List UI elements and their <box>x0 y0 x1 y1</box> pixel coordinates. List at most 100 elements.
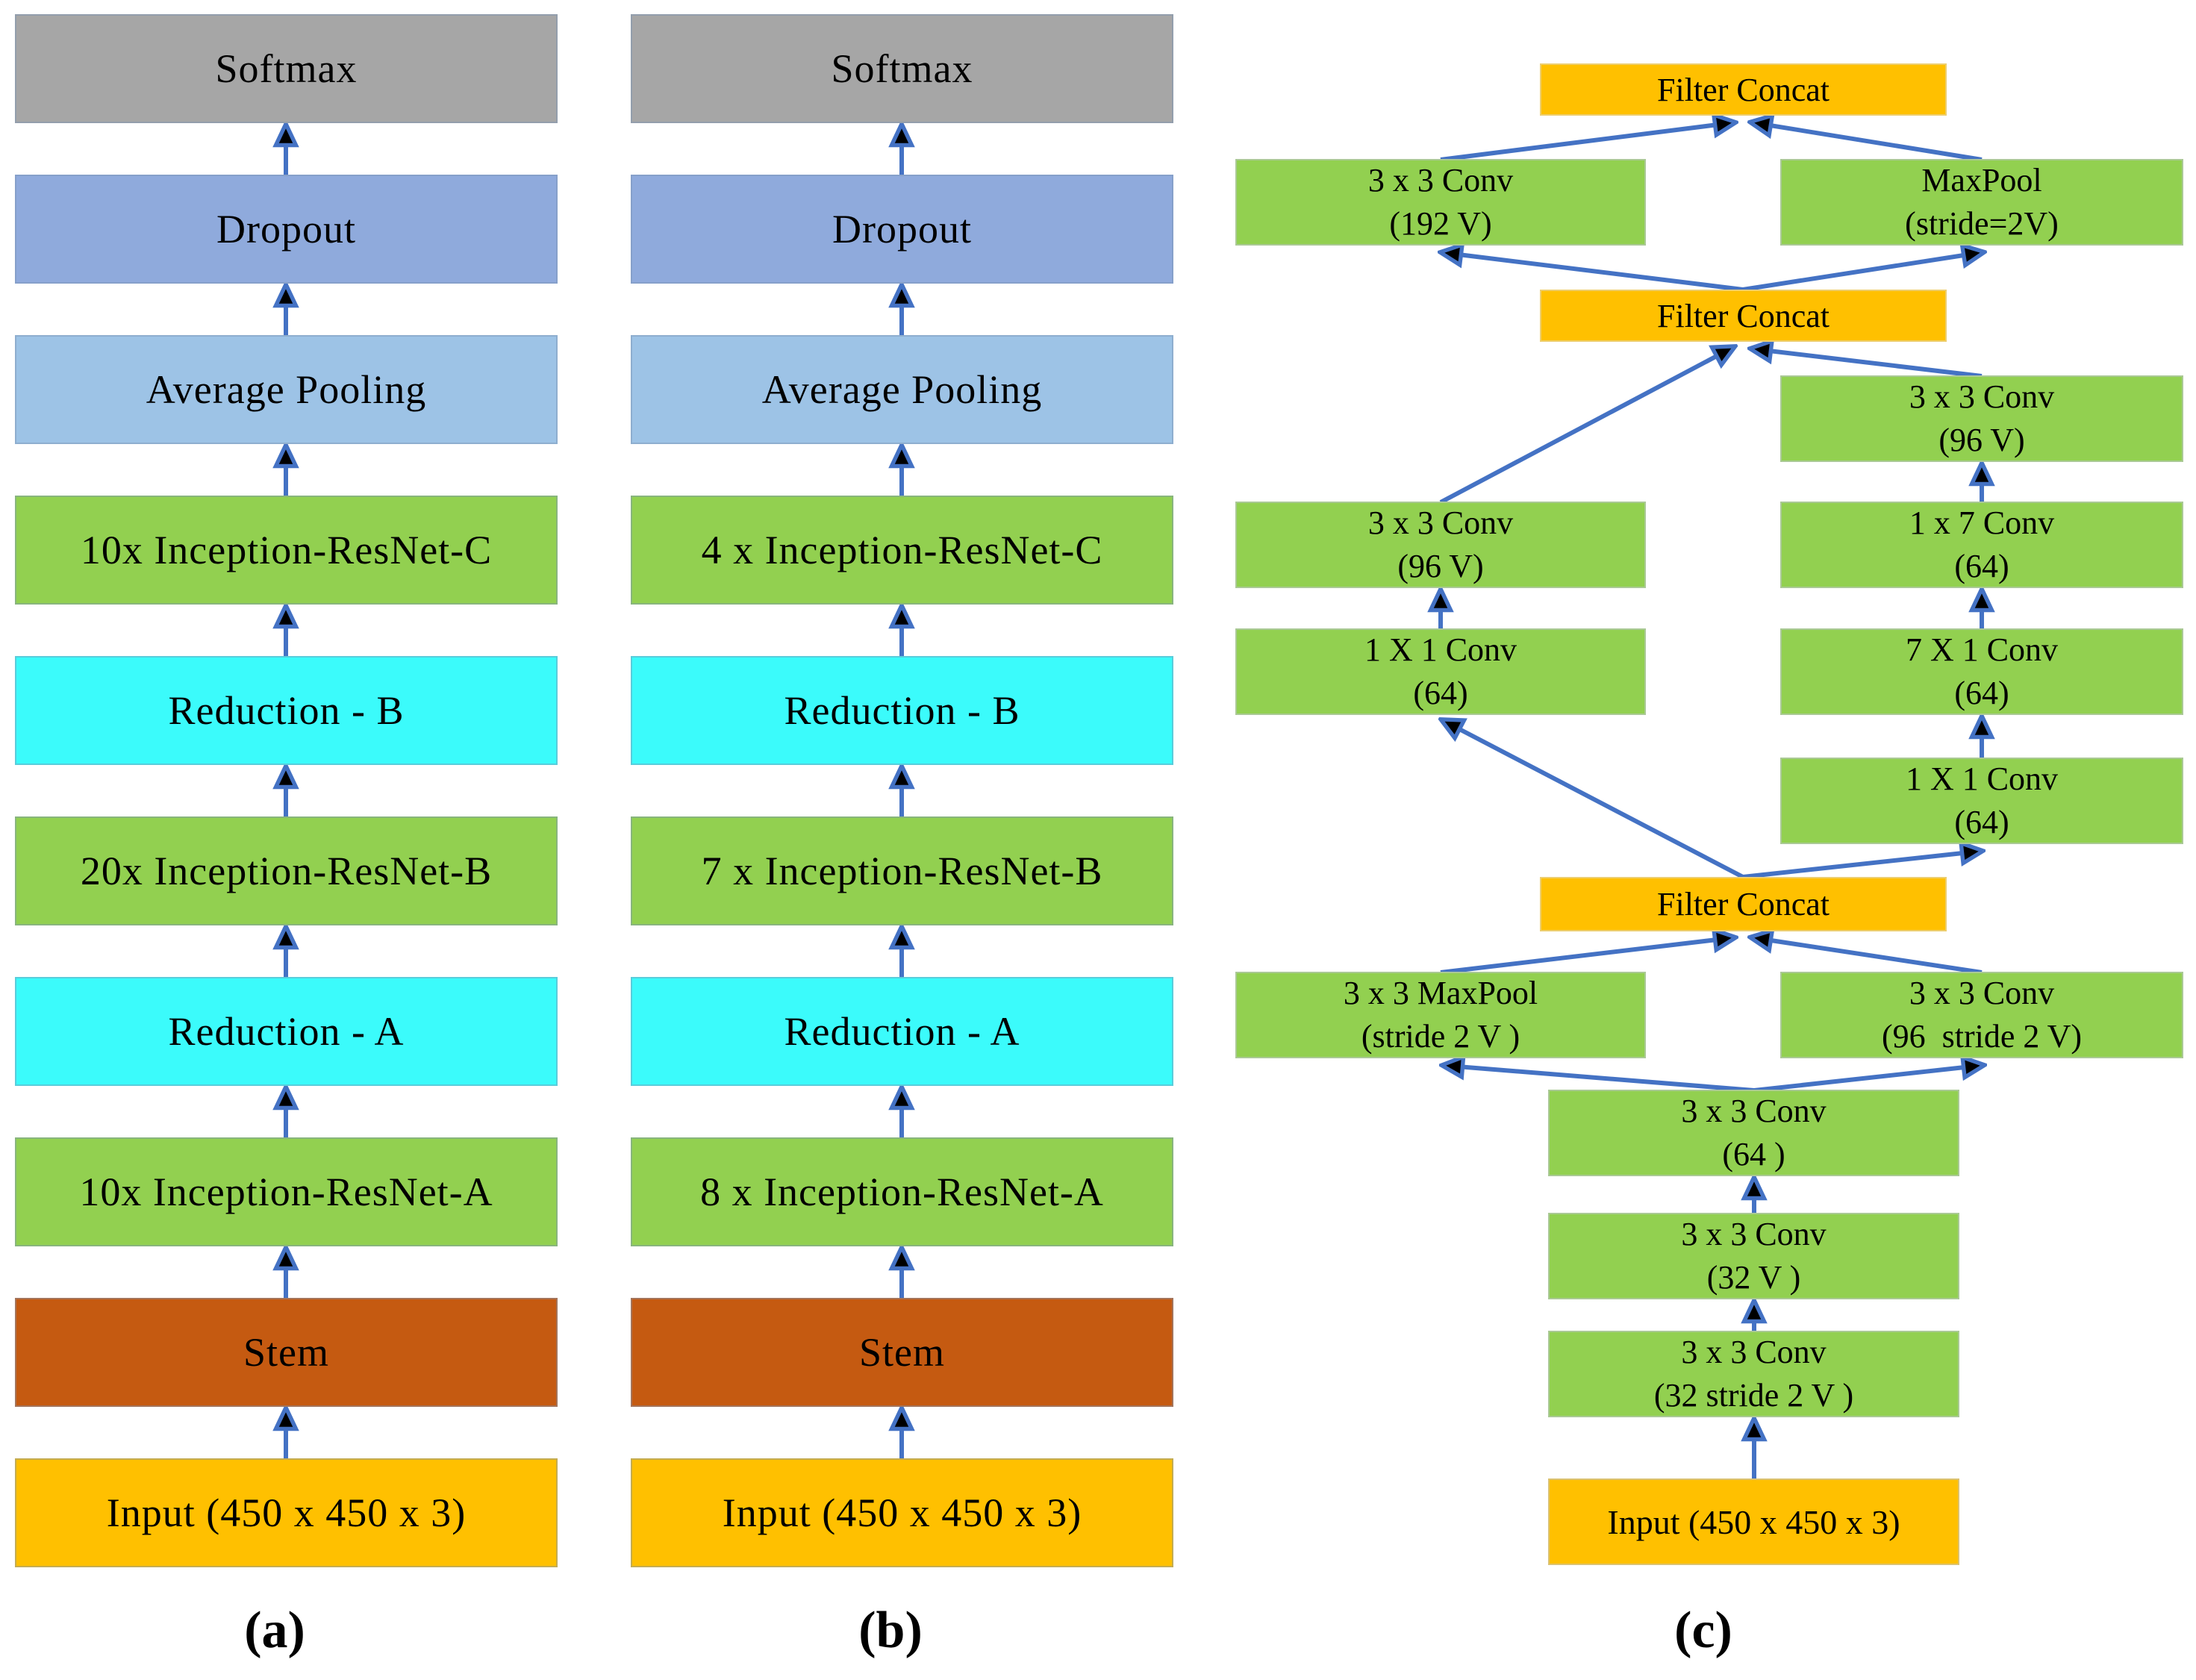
block-label: 8 x Inception-ResNet-A <box>700 1170 1104 1214</box>
flow-arrow <box>1439 349 1729 505</box>
flow-arrow <box>1756 938 1983 975</box>
node-label-line2: (32 V ) <box>1706 1259 1801 1296</box>
node-conv-3x3-96v-right: 3 x 3 Conv(96 V) <box>1780 375 2183 462</box>
block-b-reduction-b: Reduction - B <box>631 656 1173 765</box>
block-b-input: Input (450 x 450 x 3) <box>631 1458 1173 1567</box>
block-a-inception-resnet-c: 10x Inception-ResNet-C <box>15 496 558 605</box>
block-a-input: Input (450 x 450 x 3) <box>15 1458 558 1567</box>
block-a-dropout: Dropout <box>15 175 558 284</box>
node-label-line2: (96 V) <box>1938 422 2025 458</box>
block-a-reduction-b: Reduction - B <box>15 656 558 765</box>
node-label-line2: (64 ) <box>1722 1136 1785 1172</box>
node-conv-7x1: 7 X 1 Conv (64) <box>1780 628 2183 715</box>
block-label: 10x Inception-ResNet-C <box>80 528 493 572</box>
block-label: Input (450 x 450 x 3) <box>722 1490 1082 1535</box>
node-label-line2: (96 stride 2 V) <box>1881 1018 2083 1055</box>
node-conv-3x3-64: 3 x 3 Conv(64 ) <box>1548 1090 1959 1176</box>
caption-b: (b) <box>858 1602 923 1659</box>
flow-arrow <box>1447 253 1744 292</box>
block-label: Average Pooling <box>761 367 1043 412</box>
node-label-line2: (96 V) <box>1397 548 1484 584</box>
node-label-line1: 3 x 3 Conv <box>1681 1333 1827 1370</box>
node-conv-3x3-32v: 3 x 3 Conv (32 V ) <box>1548 1213 1959 1299</box>
flow-arrow <box>1440 123 1729 162</box>
flow-arrow <box>1756 349 1983 378</box>
node-label-line2: (stride=2V) <box>1905 205 2059 242</box>
block-label: 4 x Inception-ResNet-C <box>701 528 1103 572</box>
node-label-line1: 3 x 3 Conv <box>1909 974 2055 1011</box>
block-a-average-pooling: Average Pooling <box>15 335 558 444</box>
block-label: Softmax <box>831 46 973 91</box>
flow-arrow <box>1742 253 1978 292</box>
node-label-line2: (192 V) <box>1389 205 1492 242</box>
node-conv-3x3-32-stride2: 3 x 3 Conv (32 stride 2 V ) <box>1548 1331 1959 1417</box>
block-label: Stem <box>243 1330 329 1375</box>
flow-arrow <box>1753 1066 1978 1093</box>
node-label-line1: MaxPool <box>1921 161 2042 199</box>
node-conv-3x3-96-stride2: 3 x 3 Conv (96 stride 2 V) <box>1780 972 2183 1058</box>
block-b-average-pooling: Average Pooling <box>631 335 1173 444</box>
flow-arrow <box>1756 123 1983 162</box>
block-label: Dropout <box>832 207 972 252</box>
block-b-softmax: Softmax <box>631 14 1173 123</box>
node-label: Filter Concat <box>1657 886 1830 922</box>
node-label-line1: 1 X 1 Conv <box>1364 631 1517 668</box>
flow-arrow <box>1447 722 1744 879</box>
node-label-line1: 1 X 1 Conv <box>1905 760 2059 797</box>
node-filter-concat-bottom: Filter Concat <box>1540 877 1947 931</box>
node-conv-1x1-right: 1 X 1 Conv (64) <box>1780 758 2183 844</box>
block-b-inception-resnet-c: 4 x Inception-ResNet-C <box>631 496 1173 605</box>
node-label-line1: 3 x 3 Conv <box>1681 1215 1827 1252</box>
node-label-line2: (64) <box>1954 675 2009 711</box>
node-label-line2: (64) <box>1413 675 1468 711</box>
block-b-reduction-a: Reduction - A <box>631 977 1173 1086</box>
block-label: 10x Inception-ResNet-A <box>79 1170 493 1214</box>
node-label-line1: 3 x 3 MaxPool <box>1343 974 1538 1011</box>
node-label-line1: 1 x 7 Conv <box>1909 504 2055 541</box>
block-label: Softmax <box>215 46 358 91</box>
node-label-line1: 3 x 3 Conv <box>1367 161 1514 199</box>
node-label-line1: 7 X 1 Conv <box>1905 631 2059 668</box>
node-filter-concat-mid: Filter Concat <box>1540 290 1947 342</box>
node-label-line2: (32 stride 2 V ) <box>1653 1377 1854 1414</box>
block-a-stem: Stem <box>15 1298 558 1407</box>
flow-arrow <box>1440 938 1729 975</box>
block-label: 7 x Inception-ResNet-B <box>701 849 1103 893</box>
block-a-reduction-a: Reduction - A <box>15 977 558 1086</box>
node-conv-3x3-192v: 3 x 3 Conv (192 V) <box>1235 159 1646 246</box>
node-label-line2: (64) <box>1954 548 2009 584</box>
flow-arrow <box>1742 852 1977 879</box>
node-label-line1: 3 x 3 Conv <box>1367 504 1514 541</box>
block-label: Average Pooling <box>146 367 427 412</box>
block-a-softmax: Softmax <box>15 14 558 123</box>
flow-arrow <box>1448 1066 1755 1093</box>
block-label: Reduction - A <box>168 1009 405 1054</box>
block-label: 20x Inception-ResNet-B <box>80 849 493 893</box>
block-b-inception-resnet-b: 7 x Inception-ResNet-B <box>631 816 1173 925</box>
node-maxpool-3x3-stride2: 3 x 3 MaxPool (stride 2 V ) <box>1235 972 1646 1058</box>
node-conv-3x3-96v-left: 3 x 3 Conv (96 V) <box>1235 502 1646 588</box>
block-label: Dropout <box>216 207 356 252</box>
node-maxpool-top: MaxPool (stride=2V) <box>1780 159 2183 246</box>
node-label: Filter Concat <box>1657 71 1830 108</box>
block-b-stem: Stem <box>631 1298 1173 1407</box>
block-b-dropout: Dropout <box>631 175 1173 284</box>
block-a-inception-resnet-b: 20x Inception-ResNet-B <box>15 816 558 925</box>
node-label: Filter Concat <box>1657 297 1830 334</box>
node-conv-1x1-left: 1 X 1 Conv (64) <box>1235 628 1646 715</box>
block-a-inception-resnet-a: 10x Inception-ResNet-A <box>15 1137 558 1246</box>
block-label: Input (450 x 450 x 3) <box>106 1490 467 1535</box>
block-label: Reduction - A <box>784 1009 1020 1054</box>
caption-c: (c) <box>1674 1602 1732 1659</box>
node-label-line2: (stride 2 V ) <box>1361 1018 1520 1055</box>
node-label-line2: (64) <box>1954 804 2009 840</box>
caption-a: (a) <box>244 1602 305 1659</box>
node-input-c: Input (450 x 450 x 3) <box>1548 1478 1959 1565</box>
block-b-inception-resnet-a: 8 x Inception-ResNet-A <box>631 1137 1173 1246</box>
node-conv-1x7: 1 x 7 Conv (64) <box>1780 502 2183 588</box>
node-label: Input (450 x 450 x 3) <box>1607 1502 1900 1541</box>
block-label: Reduction - B <box>784 688 1020 733</box>
block-label: Reduction - B <box>168 688 405 733</box>
node-filter-concat-top: Filter Concat <box>1540 63 1947 116</box>
